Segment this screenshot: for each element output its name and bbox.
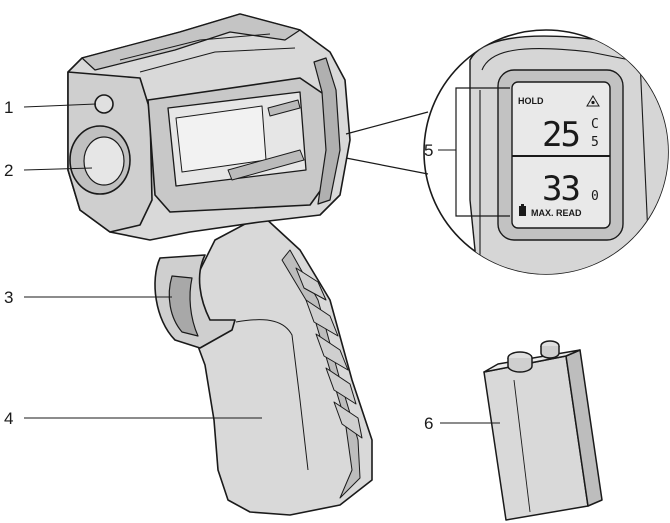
lcd-hold-label: HOLD xyxy=(518,96,544,106)
zoom-connector-line xyxy=(345,111,429,135)
battery-terminal-side xyxy=(507,358,533,373)
zoomed-display: HOLD 25 5 C 33 0 MAX. READ xyxy=(423,29,669,275)
callout-number-4: 4 xyxy=(4,409,13,428)
battery-icon xyxy=(519,204,526,216)
trigger xyxy=(168,275,199,337)
top-ridge-line xyxy=(139,47,296,73)
top-ridge-line xyxy=(119,33,271,61)
lcd-current-reading: 25 xyxy=(542,115,579,155)
gun-screen-inner xyxy=(175,105,267,173)
laser-aperture xyxy=(94,94,114,114)
lcd-max-decimal: 0 xyxy=(591,189,599,204)
grip-rib xyxy=(325,367,357,405)
zoom-connector-line xyxy=(345,157,429,175)
grip-rib xyxy=(333,401,363,439)
lcd-current-decimal: 5 xyxy=(591,135,599,150)
callout-5-bracket xyxy=(455,87,510,217)
grip-rib xyxy=(305,299,339,337)
callout-number-1: 1 xyxy=(4,98,13,117)
infrared-lens-inner xyxy=(83,136,125,186)
battery-9v xyxy=(483,340,603,521)
callout-number-5: 5 xyxy=(424,141,433,160)
laser-warning-icon xyxy=(586,95,600,107)
battery-terminal-side xyxy=(540,346,560,359)
gun-button xyxy=(267,99,301,117)
handle-panel-line xyxy=(235,319,309,471)
gun-button xyxy=(227,149,305,181)
callout-number-6: 6 xyxy=(424,414,433,433)
zoom-housing-edge xyxy=(481,48,668,71)
callout-number-2: 2 xyxy=(4,161,13,180)
thermometer-gun xyxy=(67,13,373,516)
lcd-unit-label: C xyxy=(591,117,599,132)
callout-line-2 xyxy=(23,167,93,171)
callout-number-3: 3 xyxy=(4,288,13,307)
callout-lines xyxy=(23,103,500,424)
battery-edge xyxy=(513,379,531,513)
grip-rib xyxy=(295,267,327,301)
lcd-max-read-label: MAX. READ xyxy=(531,208,582,218)
callout-line-1 xyxy=(23,103,97,108)
lcd-max-reading: 33 xyxy=(542,169,579,209)
side-strip xyxy=(313,57,341,205)
grip-rib xyxy=(315,333,349,371)
